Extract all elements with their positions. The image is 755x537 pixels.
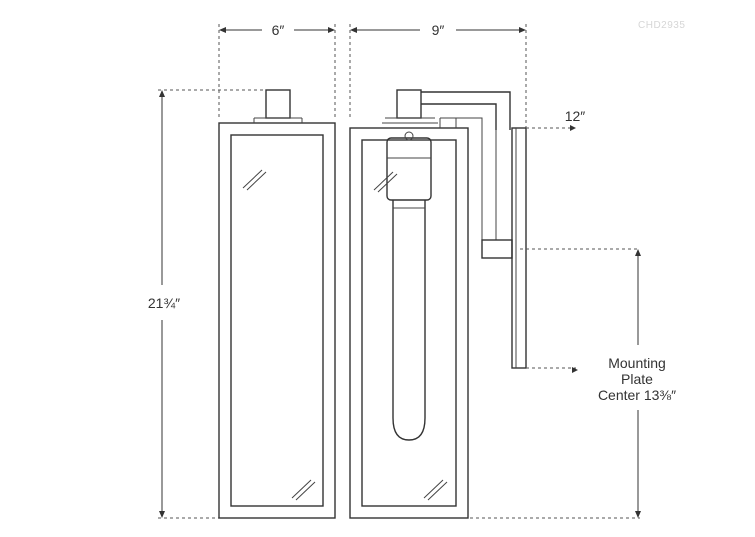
product-code: CHD2935 xyxy=(638,20,685,31)
width-front-label: 6″ xyxy=(272,22,285,38)
mounting-plate-label-line1: Mounting xyxy=(608,355,666,371)
dimension-mounting-plate: Mounting Plate Center 13⅜″ xyxy=(470,248,676,519)
mounting-plate-label-line3: Center 13⅜″ xyxy=(598,387,676,403)
height-label: 21¾″ xyxy=(148,295,180,311)
side-view-fixture xyxy=(349,89,527,519)
dimension-width-side: 9″ xyxy=(349,22,527,128)
dimension-width-front: 6″ xyxy=(218,22,336,118)
front-view-fixture xyxy=(218,89,336,519)
extension-label: 12″ xyxy=(565,108,586,124)
mounting-plate-label-line2: Plate xyxy=(621,371,653,387)
dimension-height: 21¾″ xyxy=(148,89,266,519)
dimension-extension: 12″ xyxy=(526,108,585,131)
width-side-label: 9″ xyxy=(432,22,445,38)
